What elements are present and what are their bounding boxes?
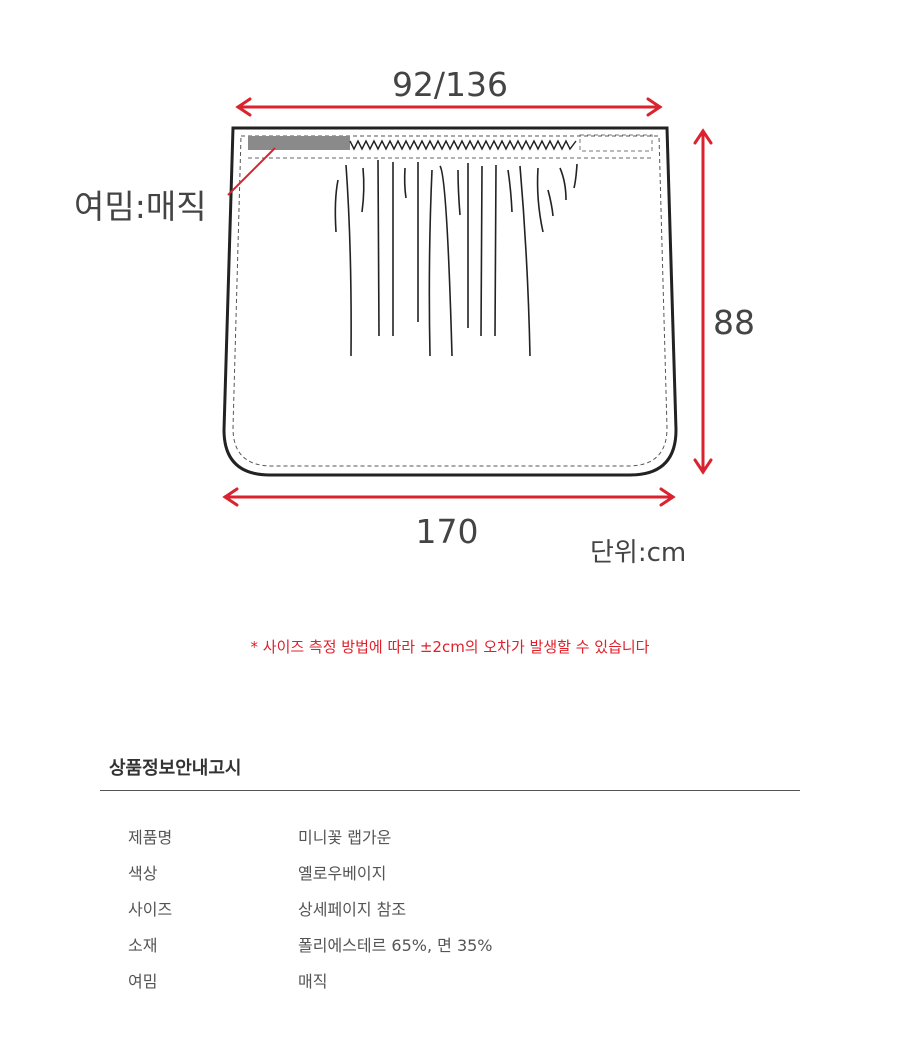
hem-label: 여밈:매직: [74, 187, 207, 226]
top-width-arrow: [235, 97, 663, 117]
info-value: 옐로우베이지: [298, 864, 387, 883]
bottom-width-label: 170: [416, 512, 479, 551]
bottom-width-arrow: [222, 487, 676, 507]
product-info-table: 제품명 미니꽃 랩가운 색상 옐로우베이지 사이즈 상세페이지 참조 소재 폴리…: [128, 824, 788, 1004]
hem-pointer-line: [227, 147, 276, 196]
gather-folds: [334, 159, 578, 357]
info-row-product-name: 제품명 미니꽃 랩가운: [128, 824, 788, 860]
info-row-size: 사이즈 상세페이지 참조: [128, 896, 788, 932]
info-label: 소재: [128, 936, 158, 955]
info-value: 폴리에스테르 65%, 면 35%: [298, 936, 493, 955]
product-info-title: 상품정보안내고시: [109, 758, 242, 779]
divider: [100, 790, 800, 791]
height-arrow: [693, 128, 713, 475]
info-value: 미니꽃 랩가운: [298, 828, 392, 847]
info-row-closure: 여밈 매직: [128, 968, 788, 1004]
info-row-color: 색상 옐로우베이지: [128, 860, 788, 896]
info-value: 상세페이지 참조: [298, 900, 407, 919]
info-row-material: 소재 폴리에스테르 65%, 면 35%: [128, 932, 788, 968]
garment-outline: [222, 126, 678, 477]
height-label: 88: [713, 303, 755, 342]
garment-stitch-line: [232, 135, 668, 467]
info-value: 매직: [298, 972, 328, 991]
info-label: 여밈: [128, 972, 158, 991]
gathered-elastic: [349, 139, 577, 151]
waistband-pocket: [579, 134, 653, 152]
measurement-notice: * 사이즈 측정 방법에 따라 ±2cm의 오차가 발생할 수 있습니다: [250, 638, 650, 656]
info-label: 제품명: [128, 828, 173, 847]
velcro-strip: [248, 136, 350, 150]
top-width-label: 92/136: [392, 65, 508, 104]
info-label: 사이즈: [128, 900, 173, 919]
size-diagram: 92/136 88 170 단위:cm 여밈:매직: [74, 65, 755, 568]
unit-label: 단위:cm: [590, 538, 686, 568]
info-label: 색상: [128, 864, 158, 883]
